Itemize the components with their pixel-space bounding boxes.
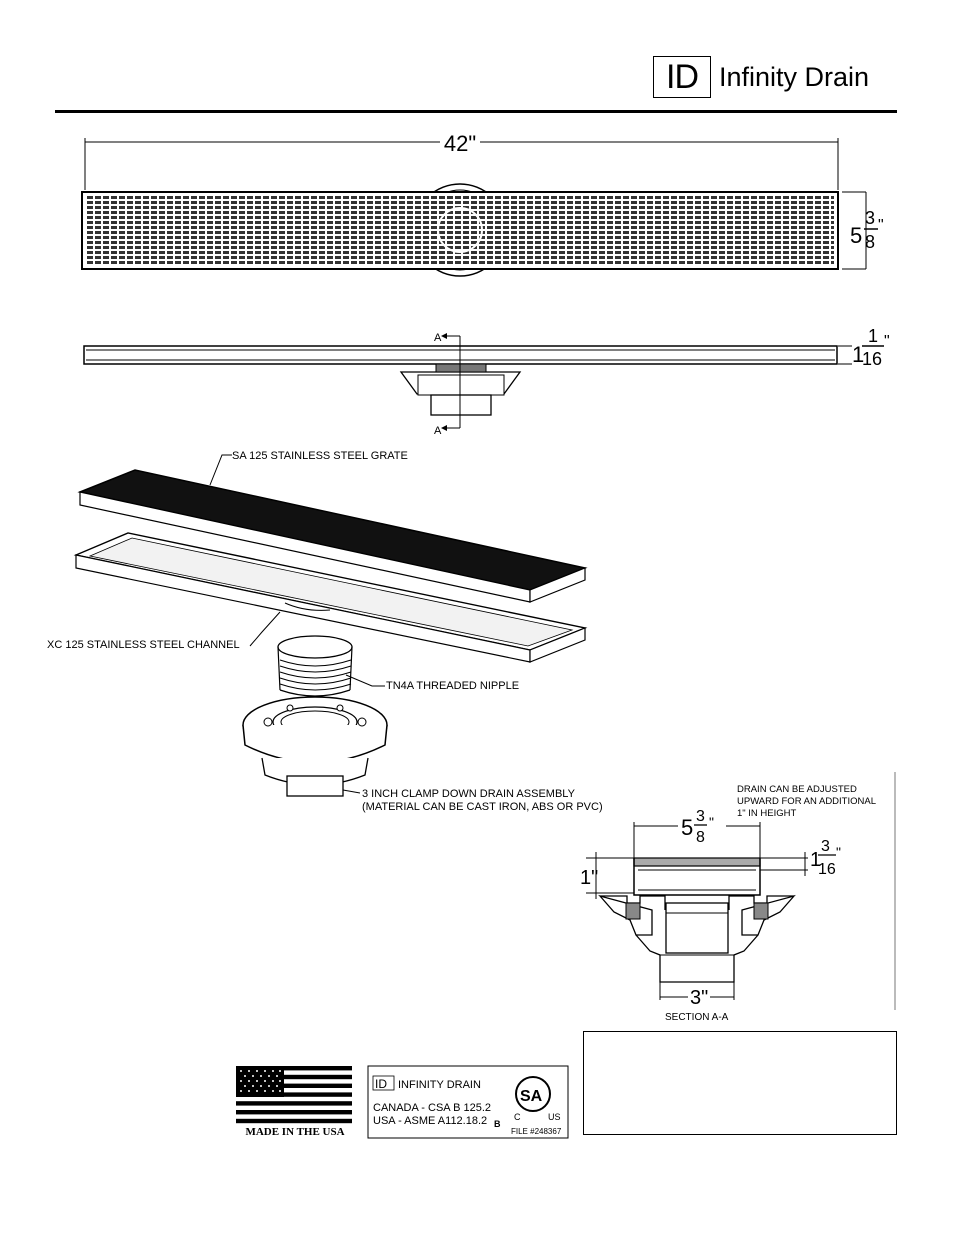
csa-standard-usa: USA - ASME A112.18.2 (373, 1115, 487, 1127)
csa-c-mark: C (514, 1112, 521, 1122)
us-flag (236, 1066, 352, 1124)
height-dim-denominator: 16 (862, 349, 882, 369)
width-dim-whole: 5 (850, 223, 862, 248)
csa-file-number: FILE #248367 (511, 1127, 562, 1136)
section-mark-bottom: A (434, 425, 442, 437)
csa-certification-label: ID INFINITY DRAIN CANADA - CSA B 125.2 U… (367, 1065, 569, 1139)
section-height-unit: " (836, 844, 841, 860)
csa-brand: INFINITY DRAIN (398, 1079, 481, 1091)
section-width-denominator: 8 (696, 829, 705, 846)
grate-callout: SA 125 STAINLESS STEEL GRATE (232, 450, 408, 462)
csa-standard-canada: CANADA - CSA B 125.2 (373, 1102, 491, 1114)
nipple-callout: TN4A THREADED NIPPLE (386, 680, 519, 692)
section-width-numerator: 3 (696, 808, 705, 825)
header-divider (55, 110, 897, 113)
logo-mark-text: ID (666, 57, 699, 96)
height-dim-unit: " (884, 333, 890, 350)
csa-b-mark: B (494, 1119, 501, 1129)
channel-callout: XC 125 STAINLESS STEEL CHANNEL (47, 639, 240, 651)
section-height-whole: 1 (810, 849, 821, 871)
csa-seal-text: SA (520, 1088, 543, 1105)
side-view: A A 1 1 16 " (83, 326, 890, 437)
made-in-usa-caption: MADE IN THE USA (245, 1126, 345, 1138)
threaded-nipple (277, 635, 353, 697)
width-dim-numerator: 3 (865, 208, 875, 228)
section-width-whole: 5 (681, 815, 693, 840)
length-dimension: 42" (444, 131, 476, 156)
section-caption: SECTION A-A (665, 1012, 729, 1023)
width-dim-denominator: 8 (865, 232, 875, 252)
grate-slot-pattern (86, 195, 834, 266)
clamp-down-drain-assembly (242, 696, 388, 797)
section-width-unit: " (709, 814, 714, 830)
adjust-note-line2: UPWARD FOR AN ADDITIONAL (737, 796, 876, 807)
csa-logo-mark: ID (375, 1077, 387, 1091)
drain-callout-line1: 3 INCH CLAMP DOWN DRAIN ASSEMBLY (362, 788, 576, 800)
adjust-dimension: 1" (580, 867, 598, 889)
csa-us-mark: US (548, 1112, 561, 1122)
adjust-note-line3: 1" IN HEIGHT (737, 808, 797, 819)
adjust-note-line1: DRAIN CAN BE ADJUSTED (737, 784, 857, 795)
width-dim-unit: " (878, 217, 884, 234)
outlet-dimension: 3" (690, 987, 708, 1009)
drain-callout-line2: (MATERIAL CAN BE CAST IRON, ABS OR PVC) (362, 801, 603, 813)
section-height-denominator: 16 (818, 861, 836, 878)
section-grate (633, 857, 761, 867)
exploded-view: SA 125 STAINLESS STEEL GRATE XC 125 STAI… (47, 450, 603, 813)
height-dim-numerator: 1 (868, 326, 878, 346)
height-dim-whole: 1 (852, 342, 864, 367)
section-height-numerator: 3 (821, 838, 830, 855)
brand-name: Infinity Drain (719, 62, 870, 92)
section-a-a-view: DRAIN CAN BE ADJUSTED UPWARD FOR AN ADDI… (580, 772, 896, 1023)
section-mark-top: A (434, 332, 442, 344)
csa-seal-icon (515, 1076, 551, 1112)
brand-logo-mark: ID (653, 56, 711, 98)
notes-box (583, 1031, 897, 1135)
top-view: 42" 5 3 8 " (81, 131, 884, 277)
